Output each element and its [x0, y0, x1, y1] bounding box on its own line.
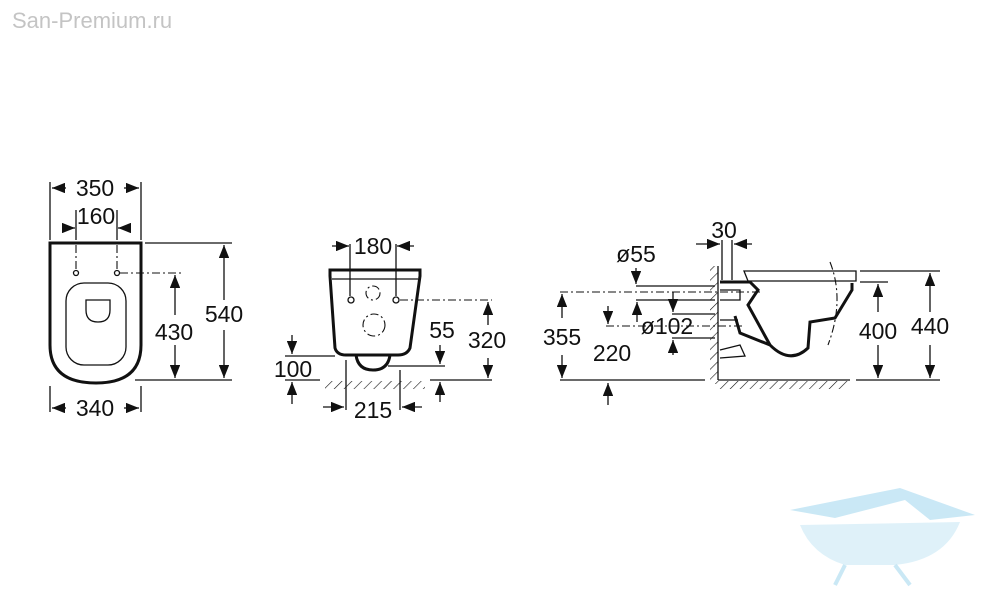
dim-outlet-height: 100 [274, 356, 312, 382]
dim-outlet-offset: 55 [429, 317, 455, 343]
dim-hole-spacing: 160 [77, 203, 115, 229]
dim-width-top: 350 [76, 175, 114, 201]
dim-depth: 540 [205, 301, 243, 327]
dim-hole-height: 430 [155, 319, 193, 345]
watermark-text: San-Premium.ru [12, 8, 173, 33]
dim-inlet-diameter: ø55 [616, 241, 656, 267]
dim-width-bottom: 340 [76, 395, 114, 421]
dim-outlet-spacing: 215 [354, 397, 392, 423]
dim-fixing-height: 320 [468, 327, 506, 353]
dim-seat-height: 440 [911, 313, 949, 339]
dim-outlet-diameter: ø102 [641, 313, 693, 339]
dim-fixing-spacing: 180 [354, 233, 392, 259]
dim-inlet-height: 355 [543, 324, 581, 350]
front-view: 350 160 340 430 540 [48, 175, 243, 421]
dim-rim-height: 400 [859, 318, 897, 344]
dim-wall-gap: 30 [711, 217, 737, 243]
bathtub-logo [790, 488, 975, 587]
side-view: 30 ø55 ø102 355 220 400 440 [543, 217, 949, 405]
rear-view: 180 100 55 320 215 [274, 233, 506, 423]
dim-outlet-height-side: 220 [593, 340, 631, 366]
